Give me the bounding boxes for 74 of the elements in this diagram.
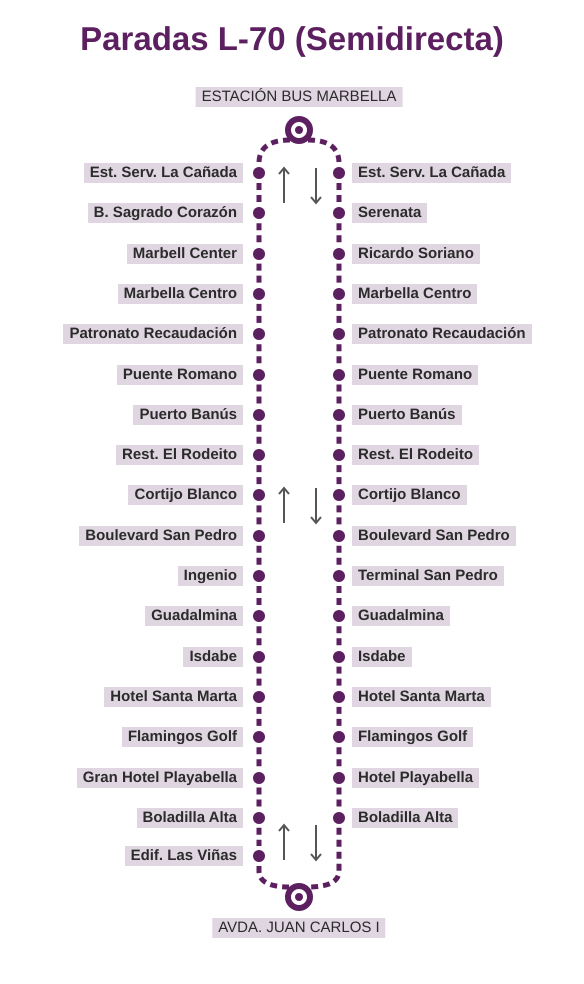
route-line — [256, 424, 262, 446]
route-line — [336, 788, 342, 808]
route-line — [336, 747, 342, 768]
route-line — [336, 626, 342, 647]
stop-label: Flamingos Golf — [122, 727, 243, 748]
route-line — [256, 304, 262, 324]
route-line — [336, 304, 342, 324]
stop-label: Serenata — [352, 203, 428, 224]
stop-label: Hotel Santa Marta — [104, 686, 243, 707]
route-line — [256, 138, 290, 164]
route-line — [336, 465, 342, 486]
route-line — [336, 344, 342, 364]
route-line — [308, 138, 342, 164]
stop-label: Boladilla Alta — [352, 808, 458, 828]
stop-label: Terminal San Pedro — [352, 566, 504, 586]
route-line — [256, 828, 262, 846]
route-line — [256, 586, 262, 606]
stop-label: Puerto Banús — [352, 404, 462, 425]
stop-label: Est. Serv. La Cañada — [352, 163, 512, 183]
stop-label: Puerto Banús — [133, 404, 243, 425]
stop-label: Cortijo Blanco — [128, 485, 243, 506]
route-line — [256, 706, 262, 728]
stop-label: Isdabe — [183, 646, 243, 667]
route-line — [336, 223, 342, 244]
route-line — [336, 384, 342, 405]
route-line — [336, 264, 342, 284]
route-line — [336, 666, 342, 687]
title: Paradas L-70 (Semidirecta) — [79, 20, 505, 58]
route-line — [256, 626, 262, 647]
route-line — [256, 666, 262, 687]
route-line — [256, 344, 262, 364]
stop-label: Cortijo Blanco — [352, 485, 467, 506]
stop-label: Hotel Playabella — [352, 768, 480, 788]
stop-label: Boladilla Alta — [136, 808, 243, 828]
stop-label: Ricardo Soriano — [352, 244, 480, 264]
terminus-label: AVDA. JUAN CARLOS I — [212, 918, 386, 938]
stop-label: Hotel Santa Marta — [352, 686, 491, 707]
stop-label: Boulevard San Pedro — [79, 526, 243, 546]
route-line — [256, 866, 290, 890]
route-line — [256, 264, 262, 284]
stop-label: Patronato Recaudación — [63, 324, 243, 344]
route-line — [256, 183, 262, 204]
stop-label: Est. Serv. La Cañada — [84, 163, 243, 183]
route-line — [336, 546, 342, 566]
stop-label: Puente Romano — [116, 364, 243, 384]
route-line — [256, 788, 262, 808]
route-line — [336, 706, 342, 728]
route-line — [256, 747, 262, 768]
stop-label: B. Sagrado Corazón — [88, 203, 243, 224]
stop-label: Patronato Recaudación — [352, 324, 532, 344]
route-line — [256, 546, 262, 566]
stop-label: Isdabe — [352, 646, 412, 667]
terminus-label: ESTACIÓN BUS MARBELLA — [196, 87, 402, 107]
route-line — [336, 505, 342, 526]
route-line — [256, 505, 262, 526]
stop-label: Flamingos Golf — [352, 727, 474, 748]
stop-label: Boulevard San Pedro — [352, 526, 516, 546]
route-line — [336, 424, 342, 446]
stop-label: Marbella Centro — [118, 284, 243, 304]
stop-label: Rest. El Rodeito — [116, 445, 243, 466]
route-line — [256, 384, 262, 405]
stop-label: Puente Romano — [352, 364, 478, 384]
stop-label: Guadalmina — [145, 606, 243, 626]
stop-label: Rest. El Rodeito — [352, 445, 480, 466]
stop-label: Gran Hotel Playabella — [76, 768, 243, 788]
route-line — [336, 586, 342, 606]
stop-label: Guadalmina — [352, 606, 450, 626]
stop-label: Edif. Las Viñas — [124, 846, 243, 866]
route-line — [256, 223, 262, 244]
route-line — [256, 465, 262, 486]
stop-label: Ingenio — [178, 566, 243, 586]
route-line — [336, 183, 342, 204]
stop-label: Marbell Center — [126, 244, 243, 264]
stop-label: Marbella Centro — [352, 284, 478, 304]
